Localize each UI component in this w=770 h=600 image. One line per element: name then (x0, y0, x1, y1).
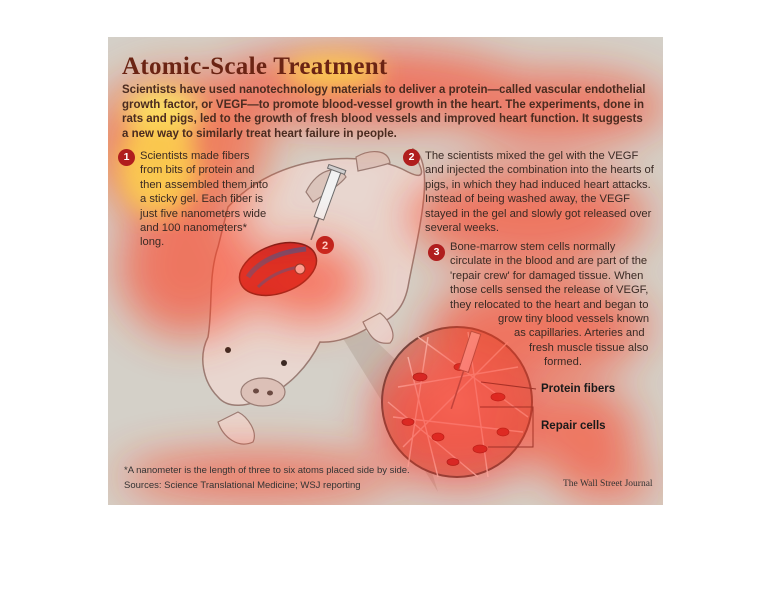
step-3-text: Bone-marrow stem cells normally circulat… (450, 240, 654, 370)
footnote: *A nanometer is the length of three to s… (124, 465, 410, 476)
step-3-line: grow tiny blood vessels known (498, 313, 650, 326)
step-3-line: 'repair crew' for damaged tissue. When (450, 269, 644, 282)
protein-fibers-label: Protein fibers (541, 383, 616, 395)
step-3-line: they relocated to the heart and began to (450, 298, 649, 311)
pig-eye (281, 360, 287, 366)
pig-nostril (267, 390, 273, 396)
step-2-badge: 2 (403, 149, 420, 166)
pig-leg (362, 312, 394, 344)
step-3-line: those cells sensed the release of VEGF, (450, 284, 649, 297)
step-3-badge: 3 (428, 244, 445, 261)
step-3-line: formed. (544, 356, 582, 369)
intro-paragraph: Scientists have used nanotechnology mate… (122, 84, 646, 140)
credit-line: The Wall Street Journal (563, 479, 653, 489)
page-title: Atomic-Scale Treatment (122, 53, 388, 80)
repair-cells-label: Repair cells (541, 420, 606, 432)
syringe (310, 163, 347, 241)
step-3-line: Bone-marrow stem cells normally (450, 241, 616, 253)
injection-point (294, 263, 306, 275)
step-3-line: as capillaries. Arteries and (514, 327, 645, 340)
step-1-text: Scientists made fibers from bits of prot… (140, 150, 269, 249)
diagram-marker: 2 (322, 240, 328, 252)
step-3-line: circulate in the blood and are part of t… (450, 255, 648, 268)
pig-leg (217, 411, 255, 445)
sources: Sources: Science Translational Medicine;… (124, 480, 361, 491)
step-3-line: fresh muscle tissue also (529, 341, 649, 354)
step-1-badge: 1 (118, 149, 135, 166)
pig-snout (240, 377, 286, 407)
pig-ear (355, 151, 391, 172)
pig-eye (225, 347, 231, 353)
pig-nostril (253, 388, 259, 394)
step-2-text: The scientists mixed the gel with the VE… (425, 150, 654, 235)
infographic-panel: 2 (108, 37, 663, 505)
